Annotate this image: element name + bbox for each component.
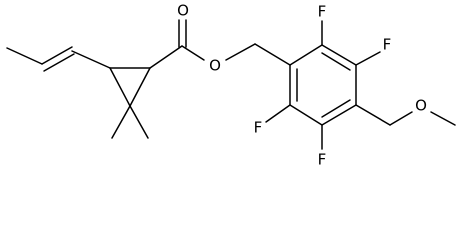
ester-group: [149, 19, 291, 69]
propenyl-group: [6, 46, 111, 72]
bond-ether-oxygen-methyl: [430, 111, 456, 126]
bond-carbonyl-ester-oxygen: [181, 45, 205, 61]
bond-ring-2: [109, 67, 131, 107]
bond-gem-methyl-left: [111, 105, 131, 139]
bond-ring-carbonyl: [149, 45, 183, 69]
bond-ch2-aryl: [254, 43, 291, 66]
bond-aryl-ch2: [355, 104, 391, 126]
chemical-structure: O O F F F F O: [6, 2, 456, 169]
atom-label-fluorine-top-right: F: [383, 36, 392, 54]
bond-aryl-5: [289, 104, 323, 126]
bond-methyl-vinyl: [6, 47, 43, 65]
benzene-ring: [289, 44, 357, 126]
bond-aryl-1: [289, 44, 323, 66]
bond-aryl-4-inner: [321, 99, 351, 118]
atom-label-fluorine-bottom-right: F: [318, 151, 327, 169]
atom-label-fluorine-bottom-left: F: [254, 119, 263, 137]
bond-vinyl-double-b: [43, 53, 75, 72]
atom-label-carbonyl-oxygen: O: [177, 2, 189, 20]
bond-aryl-2: [321, 44, 357, 66]
methoxymethyl-group: [355, 104, 456, 126]
bond-fluorine-bottom-left: [265, 104, 291, 123]
atom-label-ester-oxygen: O: [209, 57, 221, 75]
bond-ring-3: [129, 67, 151, 107]
atom-labels: O O F F F F O: [177, 2, 427, 169]
atom-label-ether-oxygen: O: [415, 97, 427, 115]
bond-gem-methyl-right: [129, 105, 149, 139]
bond-ch2-ether-oxygen: [389, 111, 413, 126]
cyclopropane-ring: [109, 67, 151, 139]
bond-vinyl-double-a: [41, 46, 73, 65]
bond-vinyl-ring: [71, 50, 111, 69]
atom-label-fluorine-top-left: F: [318, 3, 327, 21]
bond-ester-oxygen-ch2: [225, 43, 256, 61]
bond-aryl-4: [321, 104, 357, 126]
fluorine-bonds: [265, 20, 381, 150]
bond-fluorine-top-right: [355, 51, 381, 66]
bond-aryl-2-inner: [321, 52, 351, 71]
